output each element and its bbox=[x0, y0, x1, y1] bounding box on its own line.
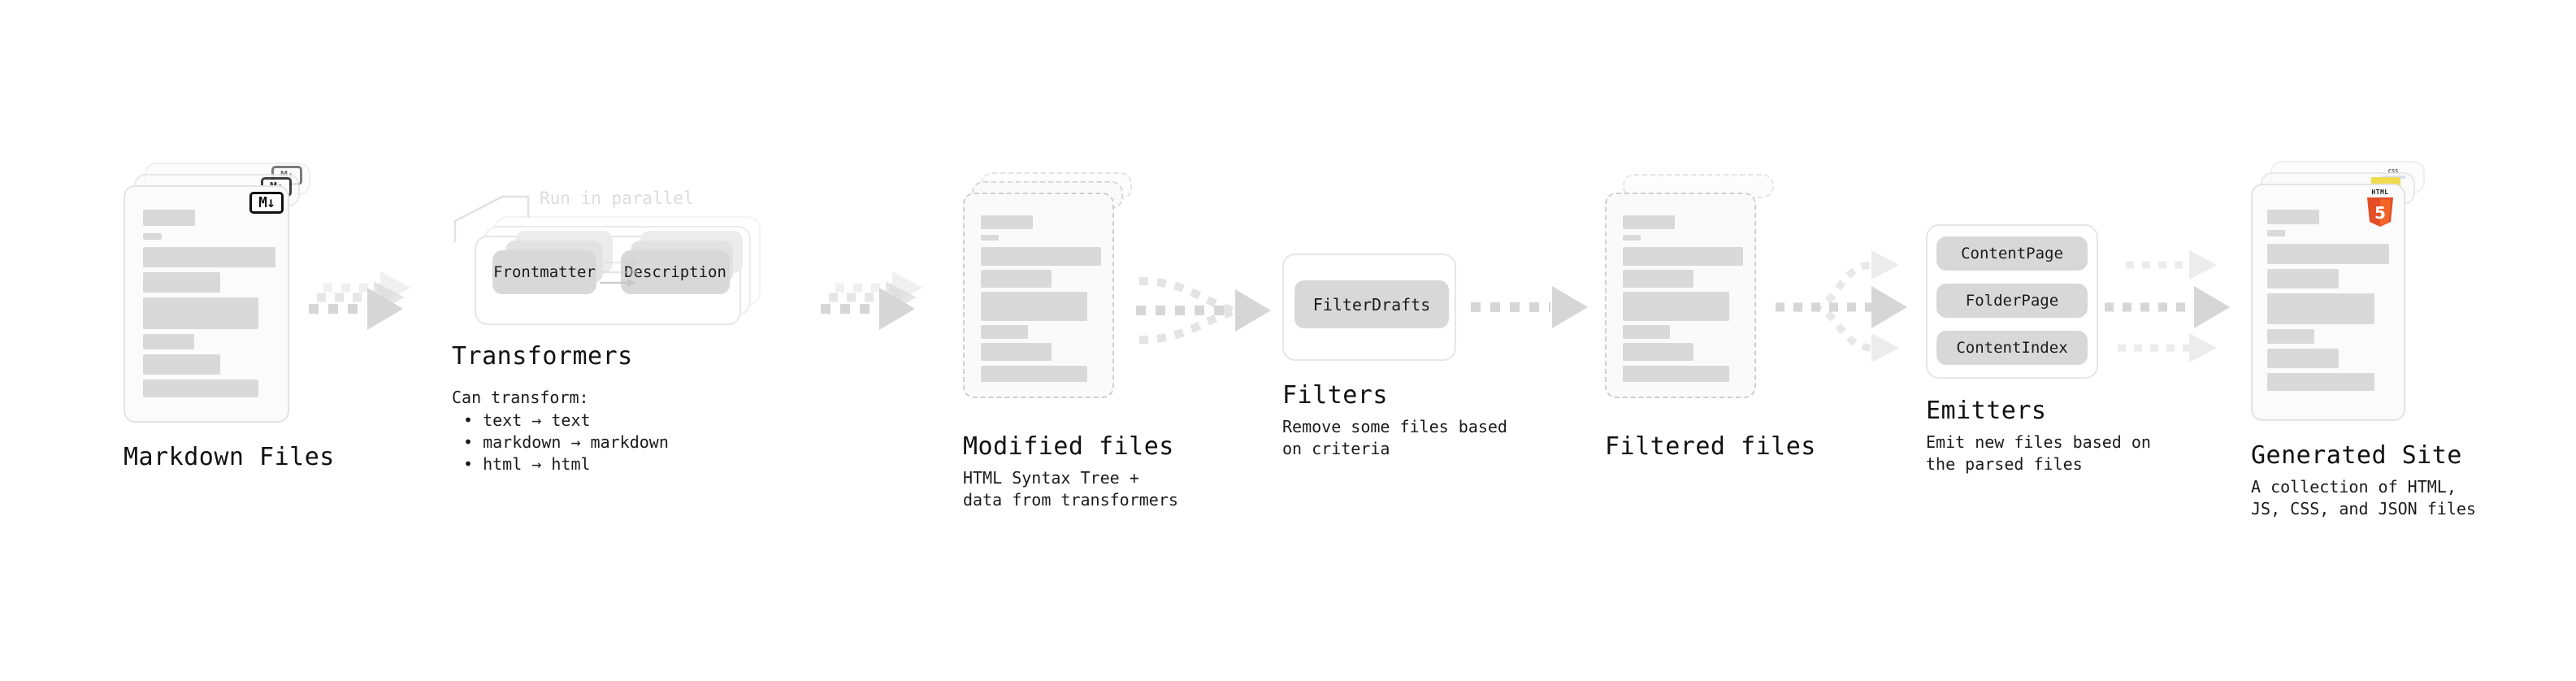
inner-arrows-frontmatter-to-description bbox=[600, 258, 640, 287]
skeleton-line bbox=[1623, 292, 1729, 321]
stage-title-generated-site: Generated Site bbox=[2251, 441, 2462, 470]
generated-site-subtitle: A collection of HTML, JS, CSS, and JSON … bbox=[2251, 477, 2476, 518]
transformers-bullet-1: • markdown → markdown bbox=[463, 432, 669, 452]
stage-generated-site: CSS HTML 5 bbox=[2251, 161, 2476, 518]
skeleton-line bbox=[143, 354, 220, 375]
stage-filtered-files: Filtered files bbox=[1605, 172, 1815, 461]
skeleton-line bbox=[1623, 366, 1729, 382]
skeleton-line bbox=[143, 272, 220, 293]
skeleton-line bbox=[1623, 270, 1693, 288]
skeleton-line bbox=[981, 325, 1028, 339]
skeleton-line bbox=[2267, 293, 2374, 324]
emitter-pill-contentindex[interactable]: ContentIndex bbox=[1936, 331, 2088, 365]
skeleton-title bbox=[2267, 210, 2319, 224]
skeleton-title bbox=[1623, 215, 1675, 229]
connector-filters-to-filtered bbox=[1471, 286, 1588, 328]
stage-title-markdown-files: Markdown Files bbox=[124, 443, 335, 471]
connector-modified-to-filters bbox=[1136, 277, 1271, 344]
connector-filtered-to-emitters bbox=[1776, 250, 1907, 362]
skeleton-line bbox=[981, 292, 1087, 321]
transformers-bullet-2: • html → html bbox=[463, 454, 591, 474]
skeleton-line bbox=[981, 270, 1052, 288]
skeleton-title bbox=[981, 215, 1033, 229]
emitter-pill-folderpage[interactable]: FolderPage bbox=[1936, 284, 2088, 318]
skeleton-line bbox=[143, 334, 194, 349]
stage-title-modified-files: Modified files bbox=[963, 432, 1174, 461]
markdown-file-stack: M↓ M↓ M↓ bbox=[124, 163, 310, 423]
transformers-subtitle: Can transform: bbox=[452, 388, 589, 407]
filter-pill-filterdrafts[interactable]: FilterDrafts bbox=[1295, 280, 1449, 328]
skeleton-line bbox=[143, 380, 258, 397]
skeleton-line bbox=[981, 247, 1101, 266]
stage-title-emitters: Emitters bbox=[1926, 397, 2047, 425]
stage-title-transformers: Transformers bbox=[452, 342, 633, 371]
connector-emitters-to-site bbox=[2105, 250, 2230, 362]
skeleton-line bbox=[2267, 269, 2339, 288]
modified-file-stack bbox=[963, 172, 1134, 416]
skeleton-line bbox=[1623, 343, 1693, 361]
skeleton-line bbox=[1623, 247, 1743, 266]
skeleton-line bbox=[2267, 244, 2389, 264]
transformer-pill-description[interactable]: Description bbox=[621, 250, 730, 294]
svg-text:5: 5 bbox=[2374, 203, 2386, 223]
modified-files-subtitle: HTML Syntax Tree + data from transformer… bbox=[963, 468, 1178, 510]
filtered-card-front bbox=[1605, 193, 1756, 398]
html5-badge: HTML 5 bbox=[2363, 189, 2397, 229]
skeleton-meta bbox=[143, 233, 162, 240]
markdown-card-front bbox=[124, 185, 289, 423]
skeleton-line bbox=[2267, 329, 2314, 344]
stage-modified-files: Modified files HTML Syntax Tree + data f… bbox=[963, 172, 1178, 510]
skeleton-title bbox=[143, 210, 195, 226]
connector-transformers-to-modified bbox=[821, 271, 923, 330]
skeleton-line bbox=[2267, 373, 2374, 391]
html5-shield-icon: 5 bbox=[2367, 197, 2393, 227]
transformers-bullet-0: • text → text bbox=[463, 410, 591, 430]
stage-title-filters: Filters bbox=[1282, 381, 1388, 410]
skeleton-meta bbox=[2267, 230, 2285, 236]
skeleton-line bbox=[143, 297, 258, 329]
skeleton-line bbox=[143, 247, 275, 267]
run-in-parallel-bracket bbox=[453, 195, 530, 242]
modified-card-front bbox=[963, 193, 1114, 398]
skeleton-meta bbox=[1623, 235, 1641, 241]
generated-site-stack: CSS HTML 5 bbox=[2251, 161, 2438, 421]
skeleton-line bbox=[981, 366, 1087, 382]
skeleton-line bbox=[2267, 349, 2339, 368]
stage-markdown-files: M↓ M↓ M↓ Markdown Files bbox=[124, 163, 334, 471]
markdown-badge-front: M↓ bbox=[249, 192, 284, 214]
html5-badge-label: HTML bbox=[2371, 189, 2389, 196]
filtered-file-stack bbox=[1605, 172, 1776, 416]
transformer-pill-frontmatter[interactable]: Frontmatter bbox=[492, 250, 596, 294]
skeleton-line bbox=[981, 343, 1052, 361]
skeleton-line bbox=[1623, 325, 1670, 339]
emitters-subtitle: Emit new files based on the parsed files bbox=[1926, 432, 2151, 474]
filters-subtitle: Remove some files based on criteria bbox=[1282, 417, 1507, 458]
connector-md-to-transformers bbox=[309, 271, 411, 330]
stage-title-filtered-files: Filtered files bbox=[1605, 432, 1816, 461]
css-badge-label: CSS bbox=[2387, 168, 2399, 175]
emitter-pill-contentpage[interactable]: ContentPage bbox=[1936, 236, 2088, 271]
skeleton-meta bbox=[981, 235, 999, 241]
run-in-parallel-label: Run in parallel bbox=[540, 189, 694, 208]
